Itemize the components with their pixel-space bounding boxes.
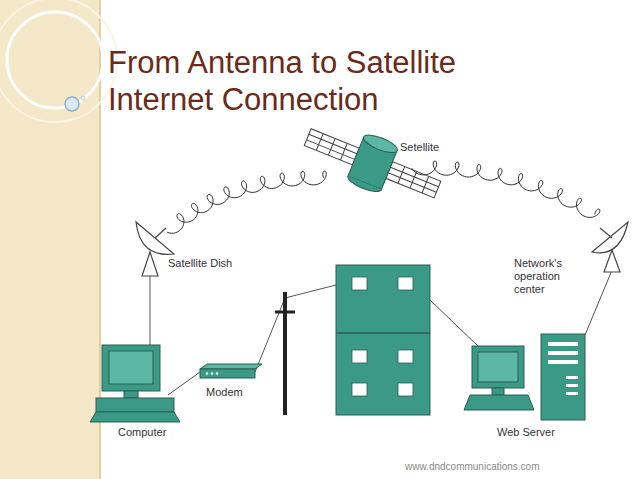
dish-bowl <box>136 222 174 254</box>
modem-top <box>200 364 262 369</box>
signal-waves <box>167 161 600 233</box>
monitor <box>102 345 160 391</box>
computer-label: Computer <box>118 426 166 439</box>
building <box>336 265 430 415</box>
dish-stand <box>604 250 620 272</box>
decor-arc <box>7 12 103 108</box>
slide-title: From Antenna to Satellite Internet Conne… <box>108 44 548 118</box>
satellite-label: Setellite <box>400 141 439 154</box>
satellite-dish <box>592 222 628 272</box>
monitor <box>472 346 524 388</box>
dish-bowl <box>592 222 628 253</box>
satellite <box>298 112 448 215</box>
server-label: Web Server <box>497 426 555 439</box>
utility-pole <box>275 292 295 415</box>
satellite-bottom <box>346 176 382 195</box>
web-server <box>464 334 585 420</box>
keyboard <box>464 395 534 410</box>
wire <box>430 300 480 348</box>
screen <box>478 352 518 382</box>
modem-label: Modem <box>206 386 243 399</box>
wire <box>255 298 285 372</box>
screen <box>109 351 153 384</box>
wire <box>585 270 612 335</box>
computer <box>90 345 180 422</box>
dish-label: Satellite Dish <box>168 257 232 270</box>
dish-feed <box>600 228 612 238</box>
monitor-neck <box>124 391 138 398</box>
modem-front <box>200 369 255 378</box>
satellite-top <box>361 132 399 157</box>
decor-dot <box>65 97 79 111</box>
wire <box>168 372 200 395</box>
keyboard <box>90 412 180 422</box>
wire <box>150 275 151 345</box>
side-band <box>0 0 100 479</box>
decor-arc <box>0 0 117 122</box>
watermark: www.dndcommunications.com <box>405 460 540 473</box>
wire <box>285 285 336 298</box>
center-label: Network's operation center <box>514 257 574 296</box>
monitor-neck <box>492 388 504 395</box>
panel-grid <box>304 129 441 198</box>
dish-stand <box>142 252 158 276</box>
dish-feed <box>155 228 166 238</box>
decor-dot <box>81 96 85 100</box>
signal-coil <box>412 161 600 218</box>
cpu-case <box>96 398 174 412</box>
server-tower <box>541 334 585 420</box>
modem <box>200 364 262 378</box>
signal-coil <box>167 171 326 233</box>
